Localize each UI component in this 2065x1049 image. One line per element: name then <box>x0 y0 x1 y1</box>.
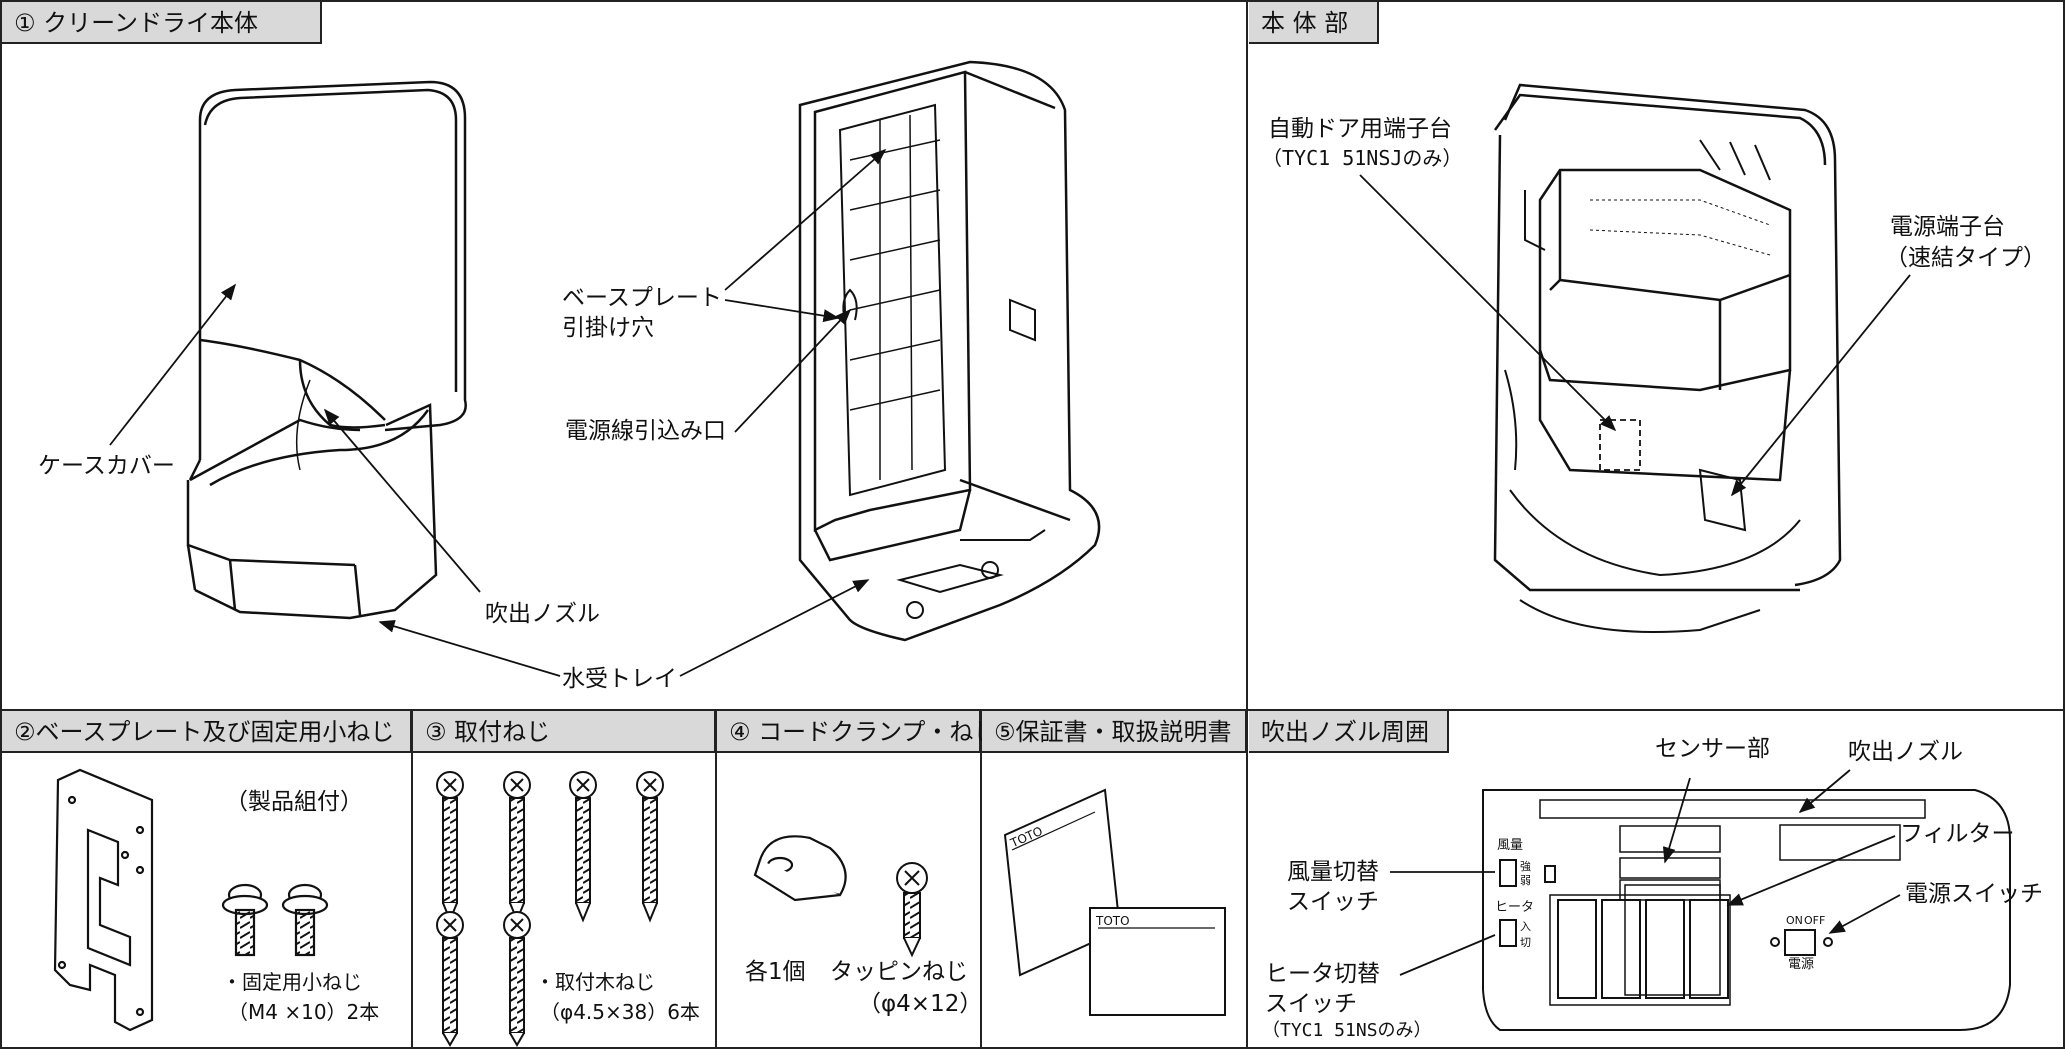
label-wood-screw-spec: （φ4.5×38）6本 <box>540 1000 700 1024</box>
nozzle-leaders <box>1390 769 1901 976</box>
label-power-terminal-note: （速結タイプ） <box>1885 245 2046 271</box>
label-tapping-screw-spec: （φ4×12） <box>858 991 983 1017</box>
nozzle-panel <box>1482 789 2011 1031</box>
panel-strong: 強 <box>1520 860 1531 873</box>
label-power-switch: 電源スイッチ <box>1905 881 2043 907</box>
panel-on-jp: 入 <box>1520 920 1531 933</box>
panel-weak: 弱 <box>1520 874 1531 887</box>
label-auto-door-terminal-note: （TYC1 51NSJのみ） <box>1262 146 1463 170</box>
label-heater-switch-1: ヒータ切替 <box>1265 961 1380 987</box>
label-auto-door-terminal: 自動ドア用端子台 <box>1268 116 1452 142</box>
dryer-front-illustration <box>186 80 467 620</box>
panel-off: OFF <box>1804 914 1826 927</box>
header-cord-clamp: ④ コードクランプ・ねじ <box>717 711 997 753</box>
body-internal-illustration <box>1493 83 1842 633</box>
header-mount-screws: ③ 取付ねじ <box>413 711 716 753</box>
label-filter: フィルター <box>1900 821 2015 847</box>
label-factory-assembled: （製品組付） <box>225 789 363 815</box>
header-main-unit: ① クリーンドライ本体 <box>2 2 322 44</box>
label-base-plate-hook-2: 引掛け穴 <box>562 315 654 341</box>
label-heater-switch-2: スイッチ <box>1265 991 1357 1017</box>
label-power-terminal: 電源端子台 <box>1890 214 2005 240</box>
header-nozzle-area: 吹出ノズル周囲 <box>1249 711 1449 753</box>
label-sensor: センサー部 <box>1655 736 1770 762</box>
label-airflow-switch-2: スイッチ <box>1287 889 1379 915</box>
label-fixing-screw: ・固定用小ねじ <box>222 970 362 994</box>
panel-on: ON <box>1786 914 1803 927</box>
small-screws <box>221 883 329 957</box>
panel-off-jp: 切 <box>1520 936 1531 949</box>
panel-heater: ヒータ <box>1495 900 1535 915</box>
panel-power: 電源 <box>1788 957 1815 972</box>
brand-logo-back: TOTO <box>1096 914 1130 928</box>
wood-screws <box>436 771 664 1047</box>
label-wood-screw: ・取付木ねじ <box>535 970 655 994</box>
label-heater-switch-note: （TYC1 51NSのみ） <box>1262 1020 1432 1041</box>
panel-airflow: 風量 <box>1497 838 1524 853</box>
label-nozzle-2: 吹出ノズル <box>1848 739 1963 765</box>
base-plate-illustration <box>53 768 154 1032</box>
label-case-cover: ケースカバー <box>38 453 175 479</box>
label-power-inlet: 電源線引込み口 <box>565 418 726 444</box>
dryer-back-illustration <box>798 60 1101 642</box>
label-water-tray: 水受トレイ <box>562 666 677 692</box>
header-base-plate: ②ベースプレート及び固定用小ねじ <box>2 711 412 753</box>
label-nozzle: 吹出ノズル <box>485 601 600 627</box>
cord-clamp <box>753 835 847 902</box>
label-each-one: 各1個 <box>745 959 806 985</box>
label-airflow-switch-1: 風量切替 <box>1287 859 1379 885</box>
body-part-leaders <box>1359 174 1911 497</box>
label-fixing-screw-spec: （M4 ×10）2本 <box>228 1000 380 1024</box>
label-tapping-screw: タッピンねじ <box>830 959 968 985</box>
header-manuals: ⑤保証書・取扱説明書 <box>982 711 1247 753</box>
manual-booklets <box>1003 788 1226 1016</box>
label-base-plate-hook-1: ベースプレート <box>562 285 722 311</box>
section1-leaders <box>109 148 887 677</box>
header-body-part: 本 体 部 <box>1249 2 1379 44</box>
tapping-screw <box>896 862 928 958</box>
